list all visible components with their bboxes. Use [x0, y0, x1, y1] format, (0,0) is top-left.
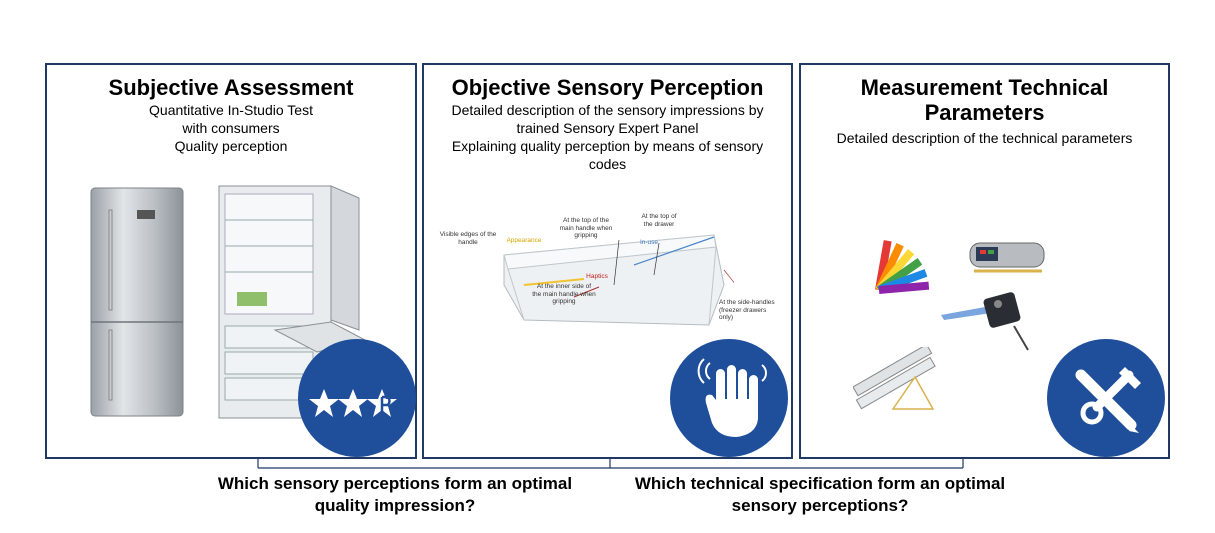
panel-subtitle: Detailed description of the technical pa…: [836, 130, 1133, 146]
question-technical-specification: Which technical specification form an op…: [634, 474, 1006, 515]
question-sensory-perceptions: Which sensory perceptions form an optima…: [217, 474, 573, 515]
tools-badge: [1047, 339, 1165, 457]
annotation-inner-side: At the inner side of the main handle whe…: [532, 283, 596, 305]
annotation-in-use: In-use: [639, 239, 659, 246]
panel-title: Subjective Assessment: [108, 75, 354, 100]
rating-badge: [298, 339, 416, 457]
color-fan-illustration: [875, 240, 930, 294]
ruler-illustration: [853, 347, 936, 410]
tools-icon: [1075, 367, 1141, 433]
panel-measurement-technical-parameters: Measurement Technical Parameters Detaile…: [799, 63, 1170, 459]
panel-title: Objective Sensory Perception: [451, 75, 764, 100]
spectrophotometer-illustration: [969, 242, 1045, 273]
panel-objective-sensory-perception: Objective Sensory Perception Detailed de…: [422, 63, 793, 459]
annotation-top-drawer: At the top of the drawer: [641, 213, 677, 228]
panel-title: Measurement Technical Parameters: [860, 75, 1109, 125]
annotation-appearance: Appearance: [506, 237, 542, 244]
annotation-side-handles: At the side-handles (freezer drawers onl…: [719, 299, 775, 321]
rating-stars-icon: [309, 389, 397, 417]
annotation-haptics: Haptics: [586, 273, 608, 280]
touch-badge: [670, 339, 788, 457]
panel-subtitle: Quantitative In-Studio Test with consume…: [149, 102, 313, 154]
drawer-illustration: [503, 234, 734, 326]
touch-hand-icon: [697, 358, 767, 437]
panel-subjective-assessment: Subjective Assessment Quantitative In-St…: [45, 63, 417, 459]
annotation-top-main-handle: At the top of the main handle when gripp…: [559, 217, 613, 239]
panel-subtitle: Detailed description of the sensory impr…: [451, 102, 764, 172]
annotation-visible-edges: Visible edges of the handle: [439, 231, 497, 246]
gloss-meter-illustration: [941, 292, 1029, 351]
